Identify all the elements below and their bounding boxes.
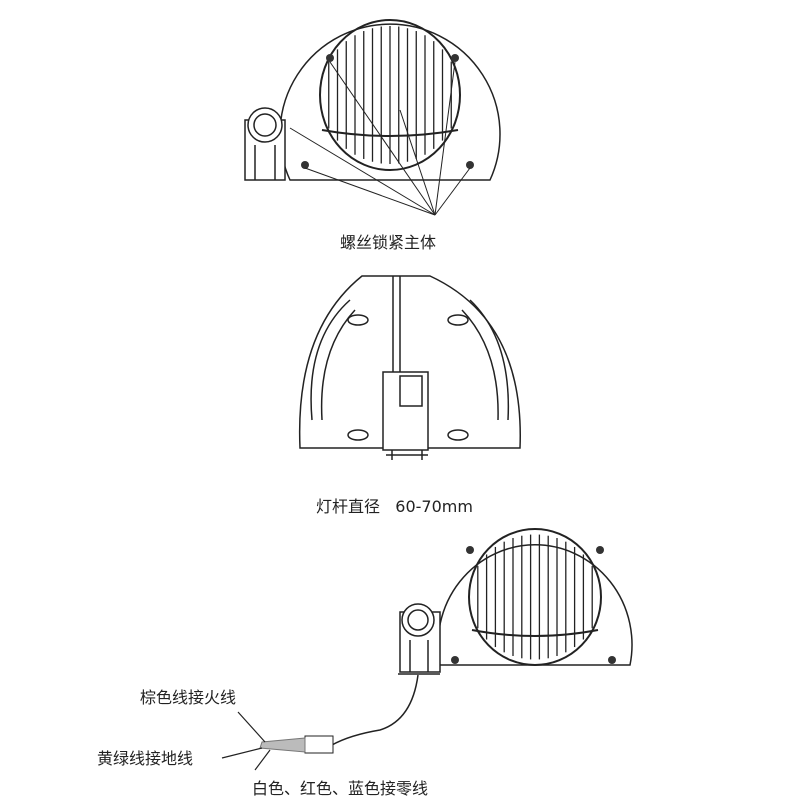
ground-wire-label: 黄绿线接地线 bbox=[97, 749, 194, 768]
pole-diameter-value: 60-70mm bbox=[395, 497, 473, 516]
screw-fastening-label: 螺丝锁紧主体 bbox=[340, 233, 437, 252]
lamp-front-view bbox=[244, 19, 501, 216]
neutral-wire-label: 白色、红色、蓝色接零线 bbox=[252, 779, 429, 798]
lamp-wiring-view bbox=[221, 528, 633, 771]
screw-pointer-lines bbox=[289, 61, 471, 216]
screw-icon bbox=[301, 54, 474, 169]
live-wire-label: 棕色线接火线 bbox=[140, 688, 237, 707]
lamp-side-view bbox=[298, 275, 521, 460]
power-cable bbox=[331, 674, 419, 746]
pole-diameter-label: 灯杆直径 60-70mm bbox=[316, 493, 473, 517]
pole-diameter-text: 灯杆直径 bbox=[316, 497, 381, 516]
